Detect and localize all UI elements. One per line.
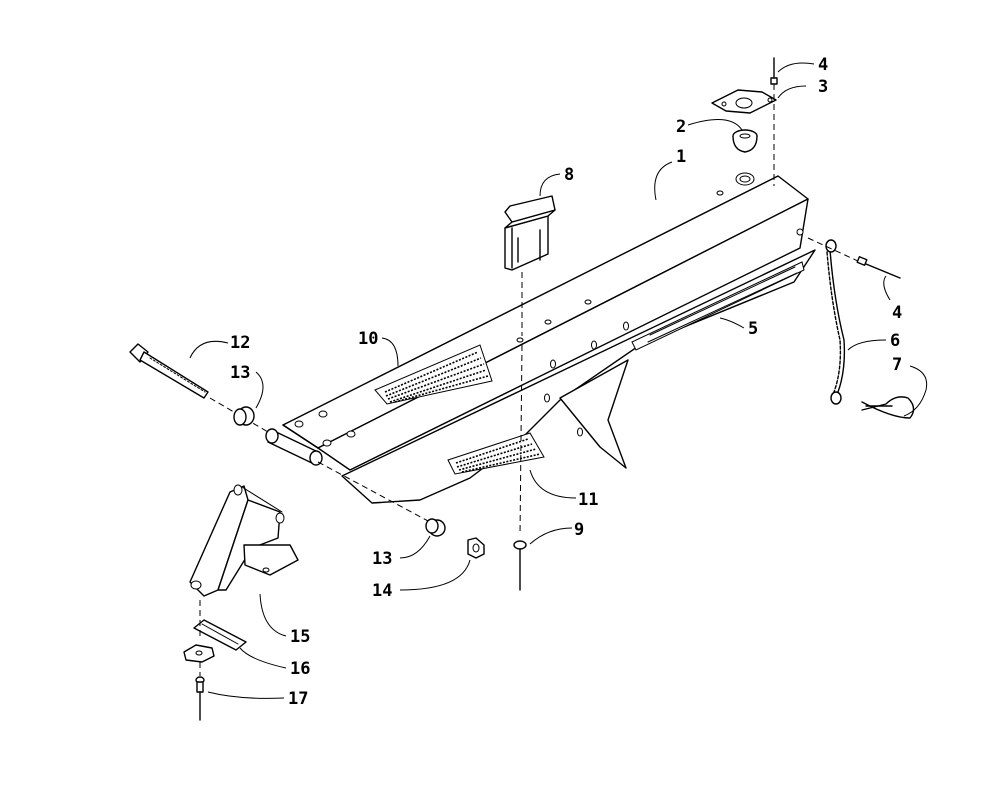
callout-5: 5: [748, 319, 758, 339]
callout-4-side: 4: [892, 303, 902, 323]
callout-4-top: 4: [818, 55, 828, 75]
callout-17: 17: [288, 689, 308, 709]
leader-lines: [189, 62, 928, 699]
rivet-part-4-side: [807, 237, 901, 279]
callout-11: 11: [578, 490, 598, 510]
callout-14: 14: [372, 581, 392, 601]
nut-part-14: [467, 537, 485, 559]
pad-part-16: [183, 600, 247, 663]
callout-10: 10: [358, 329, 378, 349]
grommet-part-2: [732, 129, 758, 153]
callout-6: 6: [890, 331, 900, 351]
callout-13-lower: 13: [372, 549, 392, 569]
bolt-part-12: [129, 343, 269, 433]
clip-bracket-part-8: [504, 195, 556, 336]
callout-16: 16: [290, 659, 310, 679]
spacer-part-13-upper: [233, 406, 255, 426]
callout-3: 3: [818, 77, 828, 97]
plate-part-3: [711, 89, 777, 114]
side-decal-strip: [631, 261, 805, 351]
callout-1: 1: [676, 147, 686, 167]
decal-10: [374, 344, 493, 405]
rivet-part-9: [513, 344, 527, 591]
tether-cable-part-6: [825, 239, 846, 405]
hitch-pin-part-7: [861, 396, 915, 419]
callout-8: 8: [564, 165, 574, 185]
callout-labels: 1 2 3 4 4 5 6 7 8 9 10 11 12 13 13 14 15…: [230, 55, 902, 709]
bracket-arm-part-15: [189, 484, 299, 597]
decal-11: [447, 432, 545, 475]
callout-7: 7: [892, 355, 902, 375]
callout-2: 2: [676, 117, 686, 137]
screw-part-17: [195, 662, 205, 721]
rivet-part-4-top: [770, 57, 778, 186]
callout-13-upper: 13: [230, 363, 250, 383]
callout-15: 15: [290, 627, 310, 647]
spacer-part-13-lower: [317, 461, 446, 537]
callout-12: 12: [230, 333, 250, 353]
callout-9: 9: [574, 520, 584, 540]
